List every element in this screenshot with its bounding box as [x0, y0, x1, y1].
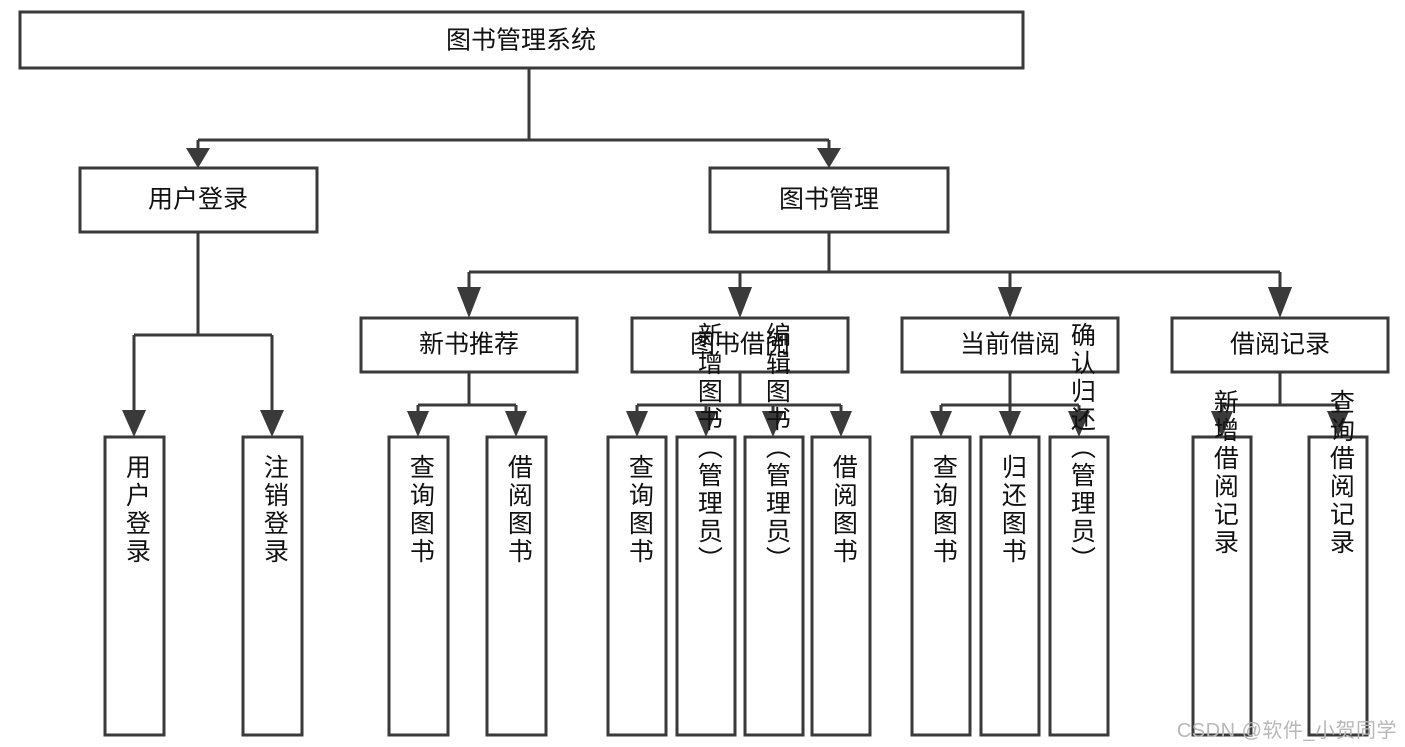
node-new-book-rec[interactable]: 新书推荐 [359, 316, 579, 374]
arrowhead-to-borrow-record [1268, 287, 1292, 318]
node-book-mgmt-box[interactable] [708, 166, 950, 234]
node-leaf-user-login[interactable]: 用户登录 [103, 435, 166, 737]
node-root[interactable]: 图书管理系统 [18, 10, 1025, 70]
node-leaf-rec-borrow-box[interactable] [485, 435, 548, 737]
node-new-book-rec-label: 新书推荐 [419, 331, 519, 359]
node-leaf-rec-borrow[interactable]: 借阅图书 [485, 435, 548, 737]
arrowhead-root-to-book-mgmt [817, 148, 841, 168]
node-leaf-borrow-edit-label: 编辑图书（管理员） [762, 322, 791, 574]
node-leaf-cur-query[interactable]: 查询图书 [910, 435, 972, 737]
node-leaf-user-logout-label: 注销登录 [260, 454, 289, 566]
arrowhead-to-leaf-user-logout [260, 410, 284, 437]
arrowhead-to-leaf-cur-query [930, 411, 952, 437]
node-leaf-borrow-query-box[interactable] [606, 435, 668, 737]
node-leaf-borrow-add-box[interactable] [675, 435, 737, 737]
node-borrow-record-label: 借阅记录 [1230, 331, 1330, 359]
node-user-login-box[interactable] [78, 166, 319, 234]
arrowhead-to-leaf-borrow-borrow [830, 411, 852, 437]
node-leaf-borrow-borrow-box[interactable] [810, 435, 872, 737]
node-leaf-cur-return-box[interactable] [979, 435, 1041, 737]
node-root-box[interactable] [18, 10, 1025, 70]
node-leaf-cur-return-label: 归还图书 [998, 454, 1027, 566]
node-book-mgmt[interactable]: 图书管理 [708, 166, 950, 234]
node-book-borrow-label: 图书借阅 [690, 331, 790, 359]
node-leaf-rec-search[interactable]: 查询借阅记录 [1307, 389, 1369, 737]
node-book-borrow-box[interactable] [630, 316, 850, 374]
arrowhead-root-to-user-login [186, 148, 210, 168]
arrowhead-to-leaf-rec-search [1327, 411, 1349, 437]
arrowhead-to-leaf-borrow-add [695, 411, 717, 437]
node-leaf-cur-confirm[interactable]: 确认归还（管理员） [1048, 322, 1110, 737]
arrowhead-to-current-borrow [998, 287, 1022, 318]
node-leaf-borrow-edit-box[interactable] [743, 435, 805, 737]
node-book-borrow[interactable]: 图书借阅 [630, 316, 850, 374]
node-current-borrow[interactable]: 当前借阅 [900, 316, 1120, 374]
node-leaf-cur-query-label: 查询图书 [929, 454, 958, 566]
node-borrow-record-box[interactable] [1170, 316, 1390, 374]
node-leaf-rec-add-label: 新增借阅记录 [1210, 389, 1239, 557]
node-leaf-cur-confirm-label: 确认归还（管理员） [1067, 322, 1096, 574]
node-leaf-cur-query-box[interactable] [910, 435, 972, 737]
node-current-borrow-box[interactable] [900, 316, 1120, 374]
node-leaf-borrow-add-label: 新增图书（管理员） [694, 322, 723, 574]
node-leaf-borrow-query-label: 查询图书 [625, 454, 654, 566]
node-leaf-user-login-label: 用户登录 [122, 454, 151, 566]
node-root-label: 图书管理系统 [446, 27, 596, 55]
node-book-mgmt-label: 图书管理 [779, 186, 879, 214]
node-leaf-cur-return[interactable]: 归还图书 [979, 435, 1041, 737]
arrowhead-to-leaf-user-login [122, 410, 146, 437]
node-leaf-borrow-borrow[interactable]: 借阅图书 [810, 435, 872, 737]
node-leaf-rec-query-label: 查询图书 [406, 454, 435, 566]
node-leaf-borrow-query[interactable]: 查询图书 [606, 435, 668, 737]
arrowhead-to-new-book-rec [457, 287, 481, 318]
arrowhead-to-leaf-rec-borrow [505, 411, 527, 437]
node-leaf-rec-search-label: 查询借阅记录 [1326, 389, 1355, 557]
node-leaf-user-logout[interactable]: 注销登录 [241, 435, 304, 737]
arrowhead-to-leaf-borrow-edit [762, 411, 784, 437]
node-leaf-rec-add-box[interactable] [1191, 435, 1253, 737]
node-leaf-cur-confirm-box[interactable] [1048, 435, 1110, 737]
node-leaf-rec-add[interactable]: 新增借阅记录 [1191, 389, 1253, 737]
arrowhead-to-leaf-cur-confirm [1068, 411, 1090, 437]
arrowhead-to-book-borrow [728, 287, 752, 318]
node-user-login[interactable]: 用户登录 [78, 166, 319, 234]
node-leaf-borrow-add[interactable]: 新增图书（管理员） [675, 322, 737, 737]
arrowhead-to-leaf-rec-query [407, 411, 429, 437]
connector-layer [122, 68, 1349, 437]
node-leaf-user-login-box[interactable] [103, 435, 166, 737]
node-leaf-rec-query[interactable]: 查询图书 [387, 435, 450, 737]
node-current-borrow-label: 当前借阅 [960, 331, 1060, 359]
arrowhead-to-leaf-borrow-query [626, 411, 648, 437]
node-new-book-rec-box[interactable] [359, 316, 579, 374]
node-leaf-user-logout-box[interactable] [241, 435, 304, 737]
node-user-login-label: 用户登录 [148, 186, 248, 214]
node-leaf-rec-query-box[interactable] [387, 435, 450, 737]
node-leaf-borrow-edit[interactable]: 编辑图书（管理员） [743, 322, 805, 737]
node-leaf-rec-borrow-label: 借阅图书 [504, 454, 533, 566]
arrowhead-to-leaf-rec-add [1211, 411, 1233, 437]
node-leaf-borrow-borrow-label: 借阅图书 [829, 454, 858, 566]
arrowhead-to-leaf-cur-return [999, 411, 1021, 437]
node-borrow-record[interactable]: 借阅记录 [1170, 316, 1390, 374]
node-leaf-rec-search-box[interactable] [1307, 435, 1369, 737]
